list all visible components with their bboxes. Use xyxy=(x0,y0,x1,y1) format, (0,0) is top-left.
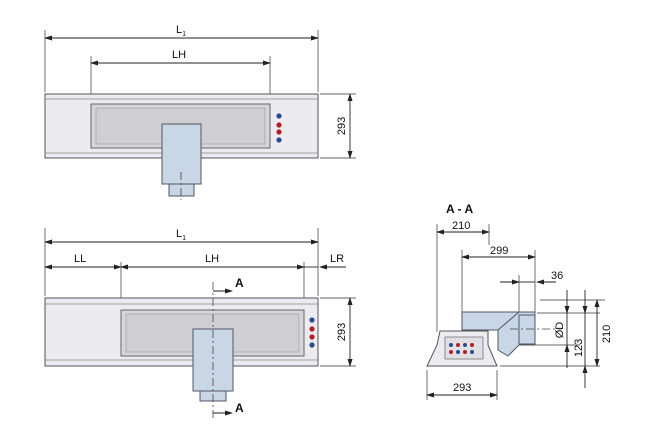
dim-label-overall-length: L1 xyxy=(176,228,186,242)
section-view: A - A 210 299 36 293 ØD xyxy=(426,202,613,400)
dim-label-left-length: LL xyxy=(74,253,86,265)
indicator-blue-icon xyxy=(470,350,474,354)
top-view: L1 LH 293 xyxy=(44,24,356,200)
indicator-red-icon xyxy=(309,326,315,332)
indicator-red-icon xyxy=(276,122,282,128)
section-title: A - A xyxy=(446,202,473,216)
front-view: L1 LL LH LR 293 A A xyxy=(44,228,356,418)
section-marker-bottom: A xyxy=(235,401,244,415)
dim-label-36: 36 xyxy=(551,270,563,282)
indicator-blue-icon xyxy=(276,113,282,119)
indicator-blue-icon xyxy=(276,137,282,143)
dim-label-210-top: 210 xyxy=(452,220,470,232)
indicator-blue-icon xyxy=(456,350,460,354)
section-duct-outlet xyxy=(518,314,536,345)
indicator-red-icon xyxy=(449,350,453,354)
dim-label-hood-length: LH xyxy=(172,49,186,61)
dim-label-293: 293 xyxy=(453,382,471,394)
dim-label-123: 123 xyxy=(573,339,585,357)
indicator-red-icon xyxy=(456,343,460,347)
indicator-red-icon xyxy=(463,350,467,354)
dim-label-299: 299 xyxy=(490,245,508,257)
indicator-red-icon xyxy=(309,334,315,340)
indicator-blue-icon xyxy=(449,343,453,347)
duct-spigot xyxy=(168,183,195,197)
dim-label-hood-length: LH xyxy=(205,253,219,265)
dim-label-height: 293 xyxy=(336,117,348,135)
section-marker-top: A xyxy=(235,276,244,290)
indicator-red-icon xyxy=(276,129,282,135)
section-indicators xyxy=(449,343,474,354)
section-hood-inner xyxy=(444,336,484,360)
dim-label-right-length: LR xyxy=(330,253,344,265)
dim-label-diameter: ØD xyxy=(554,322,566,339)
dim-label-height: 293 xyxy=(336,323,348,341)
duct-box xyxy=(161,123,202,185)
indicator-blue-icon xyxy=(309,317,315,323)
indicator-blue-icon xyxy=(463,343,467,347)
indicator-blue-icon xyxy=(309,342,315,348)
dim-label-overall-length: L1 xyxy=(176,24,186,38)
indicator-red-icon xyxy=(470,343,474,347)
dim-label-210-right: 210 xyxy=(601,325,613,343)
